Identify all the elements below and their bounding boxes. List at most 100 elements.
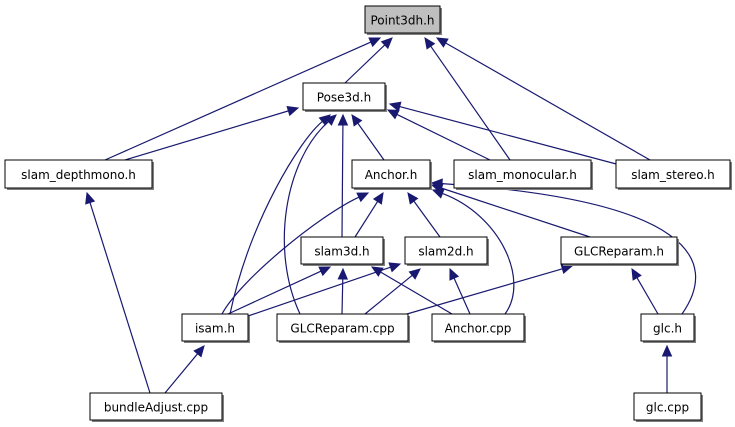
arrowhead-icon [408,268,421,280]
edge-slam3d-to-pose3d [337,113,349,238]
edge-line [344,44,386,84]
node-point3dh[interactable]: Point3dh.h [364,5,442,35]
arrowhead-icon [337,267,349,280]
arrowhead-icon [372,191,384,205]
node-box[interactable] [364,5,441,34]
arrowhead-icon [324,114,337,126]
node-box[interactable] [615,159,731,189]
edge-line [364,274,413,315]
node-anchor_h[interactable]: Anchor.h [351,159,432,190]
arrowhead-icon [380,37,393,50]
node-label: glc.h [653,322,682,336]
node-box[interactable] [633,392,702,421]
edge-anchor_h-to-pose3d [351,114,385,161]
edge-line [399,268,563,317]
edge-line [164,353,199,394]
edge-pose3d-to-point3dh [344,37,393,84]
edge-glcreparam_cpp-to-slam2d [364,268,421,315]
arrowhead-icon [430,178,443,189]
edge-slam_stereo-to-point3dh [435,37,651,161]
edge-line [283,121,329,315]
node-box[interactable] [431,313,525,342]
arrowhead-icon [85,191,96,205]
arrowhead-icon [318,266,332,277]
edge-line [453,277,471,315]
arrowhead-icon [386,109,400,120]
node-pose3d[interactable]: Pose3d.h [302,82,387,112]
arrowhead-icon [424,37,436,50]
edge-line [89,202,151,394]
node-label: bundleAdjust.cpp [104,401,208,415]
node-box[interactable] [404,236,488,265]
node-label: Pose3d.h [317,91,371,105]
node-glcreparam_h[interactable]: GLCReparam.h [560,236,679,266]
edge-slam3d-to-anchor_h [354,191,384,238]
node-label: GLCReparam.h [574,245,664,259]
arrowhead-icon [449,267,460,281]
edge-slam_monocular-to-point3dh [424,37,511,161]
node-glc_cpp[interactable]: glc.cpp [633,392,703,422]
arrowhead-icon [356,192,370,203]
node-box[interactable] [276,313,409,342]
node-label: glc.cpp [646,401,689,415]
node-label: slam3d.h [314,245,369,259]
edge-line [430,45,511,161]
node-glc_h[interactable]: glc.h [640,313,696,343]
edge-anchor_cpp-to-anchor_h [431,188,515,315]
edge-line [354,201,379,238]
node-box[interactable] [89,392,223,421]
node-label: isam.h [195,322,235,336]
edge-slam2d-to-anchor_h [407,192,441,238]
edge-isam-to-slam2d [247,262,402,317]
node-label: Point3dh.h [370,14,434,28]
node-box[interactable] [302,82,386,111]
edge-line [380,271,453,315]
edge-anchor_cpp-to-slam2d [449,267,471,315]
arrowhead-icon [286,105,300,117]
node-isam[interactable]: isam.h [181,313,250,343]
node-slam_depthmono[interactable]: slam_depthmono.h [4,159,154,190]
edge-line [357,122,385,161]
node-box[interactable] [560,236,678,265]
edge-bundleadjust-to-isam [164,345,205,394]
arrowhead-icon [435,37,449,48]
arrowhead-icon [631,267,642,281]
node-box[interactable] [453,159,592,189]
node-slam_stereo[interactable]: slam_stereo.h [615,159,732,190]
edge-line [341,278,344,315]
edge-line [445,42,651,161]
node-glcreparam_cpp[interactable]: GLCReparam.cpp [276,313,410,343]
node-slam_monocular[interactable]: slam_monocular.h [453,159,593,190]
node-box[interactable] [300,236,384,265]
node-label: slam_stereo.h [631,168,715,182]
node-box[interactable] [181,313,249,342]
arrowhead-icon [388,262,402,273]
edge-slam_depthmono-to-pose3d [124,105,300,161]
node-slam2d[interactable]: slam2d.h [404,236,489,266]
node-anchor_cpp[interactable]: Anchor.cpp [431,313,526,343]
node-label: Anchor.h [365,168,418,182]
edge-line [636,277,659,315]
arrowhead-icon [431,188,445,199]
edge-glc_cpp-to-glc_h [661,344,673,393]
node-box[interactable] [640,313,695,342]
arrowhead-icon [368,37,382,48]
edge-line [124,110,289,161]
node-box[interactable] [351,159,431,189]
edge-glcreparam_cpp-to-pose3d [283,114,337,315]
arrowhead-icon [661,344,673,357]
edge-slam_stereo-to-pose3d [388,101,621,166]
edge-line [221,196,360,315]
node-bundleadjust[interactable]: bundleAdjust.cpp [89,392,224,422]
node-slam3d[interactable]: slam3d.h [300,236,385,266]
edge-glcreparam_cpp-to-slam3d [337,267,349,315]
edge-line [441,183,697,315]
edge-slam_monocular-to-pose3d [386,109,491,161]
edges-layer [85,37,697,394]
edge-line [104,41,372,161]
edge-line [441,187,591,238]
node-box[interactable] [4,159,153,189]
edge-isam-to-slam3d [227,266,332,315]
arrowhead-icon [337,113,349,126]
